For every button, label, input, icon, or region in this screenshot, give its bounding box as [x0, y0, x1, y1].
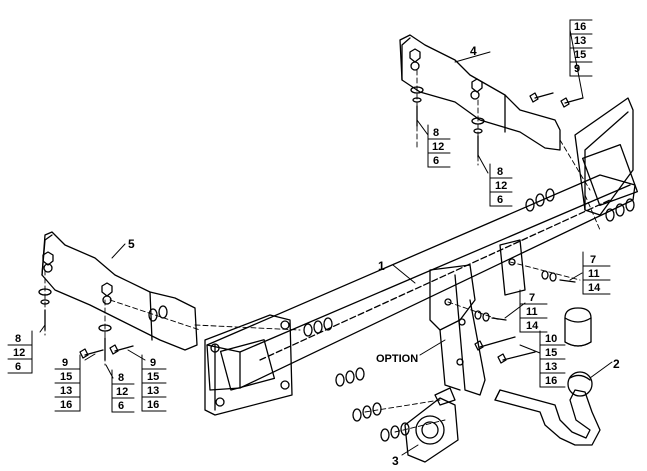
- stack-l3-item-2: 12: [116, 386, 128, 398]
- stack-m1-item-2: 11: [526, 306, 538, 318]
- callout-2: 2: [613, 357, 620, 371]
- stack-top-item-1: 16: [574, 21, 586, 33]
- stack-right-1: 7 11 14: [582, 251, 611, 295]
- stack-tr-item-2: 12: [495, 180, 507, 192]
- stack-tl-item-3: 6: [433, 155, 439, 167]
- stack-tl-item-2: 12: [432, 141, 444, 153]
- ball-cover-cap: [564, 307, 592, 347]
- stack-r1-item-1: 7: [590, 254, 596, 266]
- stack-left-1: 8 12 6: [7, 330, 33, 374]
- stack-top-item-3: 15: [574, 49, 586, 61]
- stack-left-2: 9 15 13 16: [54, 354, 81, 412]
- assembly-guide-lines: [44, 69, 601, 433]
- stack-r2-item-1: 10: [545, 333, 557, 345]
- stack-left-3: 8 12 6: [111, 369, 135, 413]
- callout-4: 4: [470, 44, 477, 58]
- callout-5: 5: [128, 237, 135, 251]
- stack-l4-item-4: 16: [147, 399, 159, 411]
- fastener-group: [38, 86, 635, 442]
- bracket-part-5: [41, 231, 198, 351]
- stack-l4-item-2: 15: [147, 371, 159, 383]
- stack-tr-item-3: 6: [497, 194, 503, 206]
- stack-l2-item-2: 15: [60, 371, 72, 383]
- stack-right-2: 10 15 13 16: [539, 330, 566, 388]
- crossbar-part-1: [204, 97, 638, 416]
- stack-r2-item-3: 13: [545, 361, 557, 373]
- stack-top: 16 13 15 9: [569, 19, 593, 77]
- stack-l1-item-1: 8: [15, 333, 21, 345]
- stack-middle-1: 7 11 14: [519, 289, 548, 333]
- stack-r2-item-2: 15: [545, 347, 557, 359]
- option-label: OPTION: [376, 353, 418, 365]
- stack-l1-item-2: 12: [13, 347, 25, 359]
- stack-tl-item-1: 8: [433, 127, 439, 139]
- callout-1: 1: [378, 259, 385, 273]
- stack-r1-item-3: 14: [588, 282, 601, 294]
- stack-r2-item-4: 16: [545, 375, 557, 387]
- leader-lines: [39, 29, 613, 456]
- stack-m1-item-3: 14: [526, 320, 539, 332]
- stack-l2-item-3: 13: [60, 385, 72, 397]
- stack-l3-item-3: 6: [118, 400, 124, 412]
- socket-plate-part-3: [404, 387, 459, 463]
- stack-tr-item-1: 8: [497, 166, 503, 178]
- stack-r1-item-2: 11: [588, 268, 600, 280]
- stack-m1-item-1: 7: [529, 292, 535, 304]
- part-callouts: 1 2 3 4 5 OPTION: [128, 44, 620, 468]
- stack-l3-item-1: 8: [118, 372, 124, 384]
- stack-top-left: 8 12 6: [427, 124, 451, 168]
- bracket-part-4: [399, 34, 561, 151]
- stack-l2-item-1: 9: [62, 357, 68, 369]
- stack-left-4: 9 15 13 16: [141, 354, 167, 412]
- stack-l1-item-3: 6: [15, 361, 21, 373]
- stack-l2-item-4: 16: [60, 399, 72, 411]
- ball-neck-part-2: [494, 371, 601, 446]
- stack-top-item-2: 13: [574, 35, 586, 47]
- stack-l4-item-3: 13: [147, 385, 159, 397]
- stack-top-right: 8 12 6: [489, 163, 513, 207]
- stack-top-item-4: 9: [574, 63, 580, 75]
- stack-l4-item-1: 9: [150, 357, 156, 369]
- callout-3: 3: [392, 454, 399, 468]
